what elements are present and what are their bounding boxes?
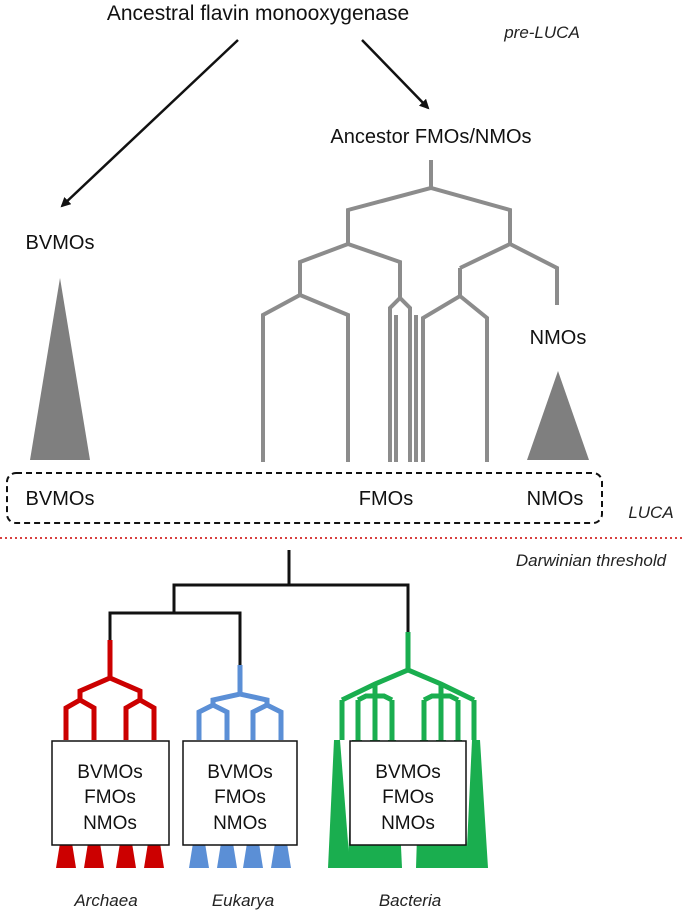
bacteria-family-fmos: FMOs (382, 787, 434, 808)
eukarya-label: Eukarya (212, 891, 274, 910)
pre-luca-label: pre-LUCA (503, 23, 580, 42)
archaea-label: Archaea (73, 891, 137, 910)
archaea-tree (56, 640, 164, 868)
eukarya-tree (189, 665, 291, 868)
luca-fmos-label: FMOs (359, 488, 413, 510)
arrow-to-ancestor-fmos-nmos (361, 39, 430, 110)
archaea-family-bvmos: BVMOs (77, 762, 142, 783)
arrow-to-bvmos (60, 39, 239, 208)
nmos-pre-luca-label: NMOs (530, 327, 587, 349)
eukarya-family-nmos: NMOs (213, 813, 267, 834)
fmo-nmo-gray-tree (261, 160, 559, 462)
eukarya-family-box: BVMOs FMOs NMOs (182, 740, 298, 846)
ancestor-fmos-nmos-label: Ancestor FMOs/NMOs (330, 126, 531, 148)
nmos-triangle (527, 371, 589, 460)
archaea-family-fmos: FMOs (84, 787, 136, 808)
luca-box (6, 472, 603, 524)
luca-bvmos-label: BVMOs (26, 488, 95, 510)
eukarya-family-fmos: FMOs (214, 787, 266, 808)
bacteria-family-bvmos: BVMOs (375, 762, 440, 783)
archaea-family-box: BVMOs FMOs NMOs (51, 740, 170, 846)
bvmos-triangle (30, 278, 90, 460)
bacteria-label: Bacteria (379, 891, 441, 910)
eukarya-family-bvmos: BVMOs (207, 762, 272, 783)
archaea-family-nmos: NMOs (83, 813, 137, 834)
bvmos-pre-luca-label: BVMOs (26, 232, 95, 254)
luca-era-label: LUCA (628, 503, 673, 522)
bacteria-family-box: BVMOs FMOs NMOs (349, 740, 467, 846)
luca-nmos-label: NMOs (527, 488, 584, 510)
diagram-title: Ancestral flavin monooxygenase (107, 2, 409, 25)
bacteria-family-nmos: NMOs (381, 813, 435, 834)
darwinian-threshold-label: Darwinian threshold (516, 551, 667, 570)
luca-descendant-tree (108, 550, 410, 665)
